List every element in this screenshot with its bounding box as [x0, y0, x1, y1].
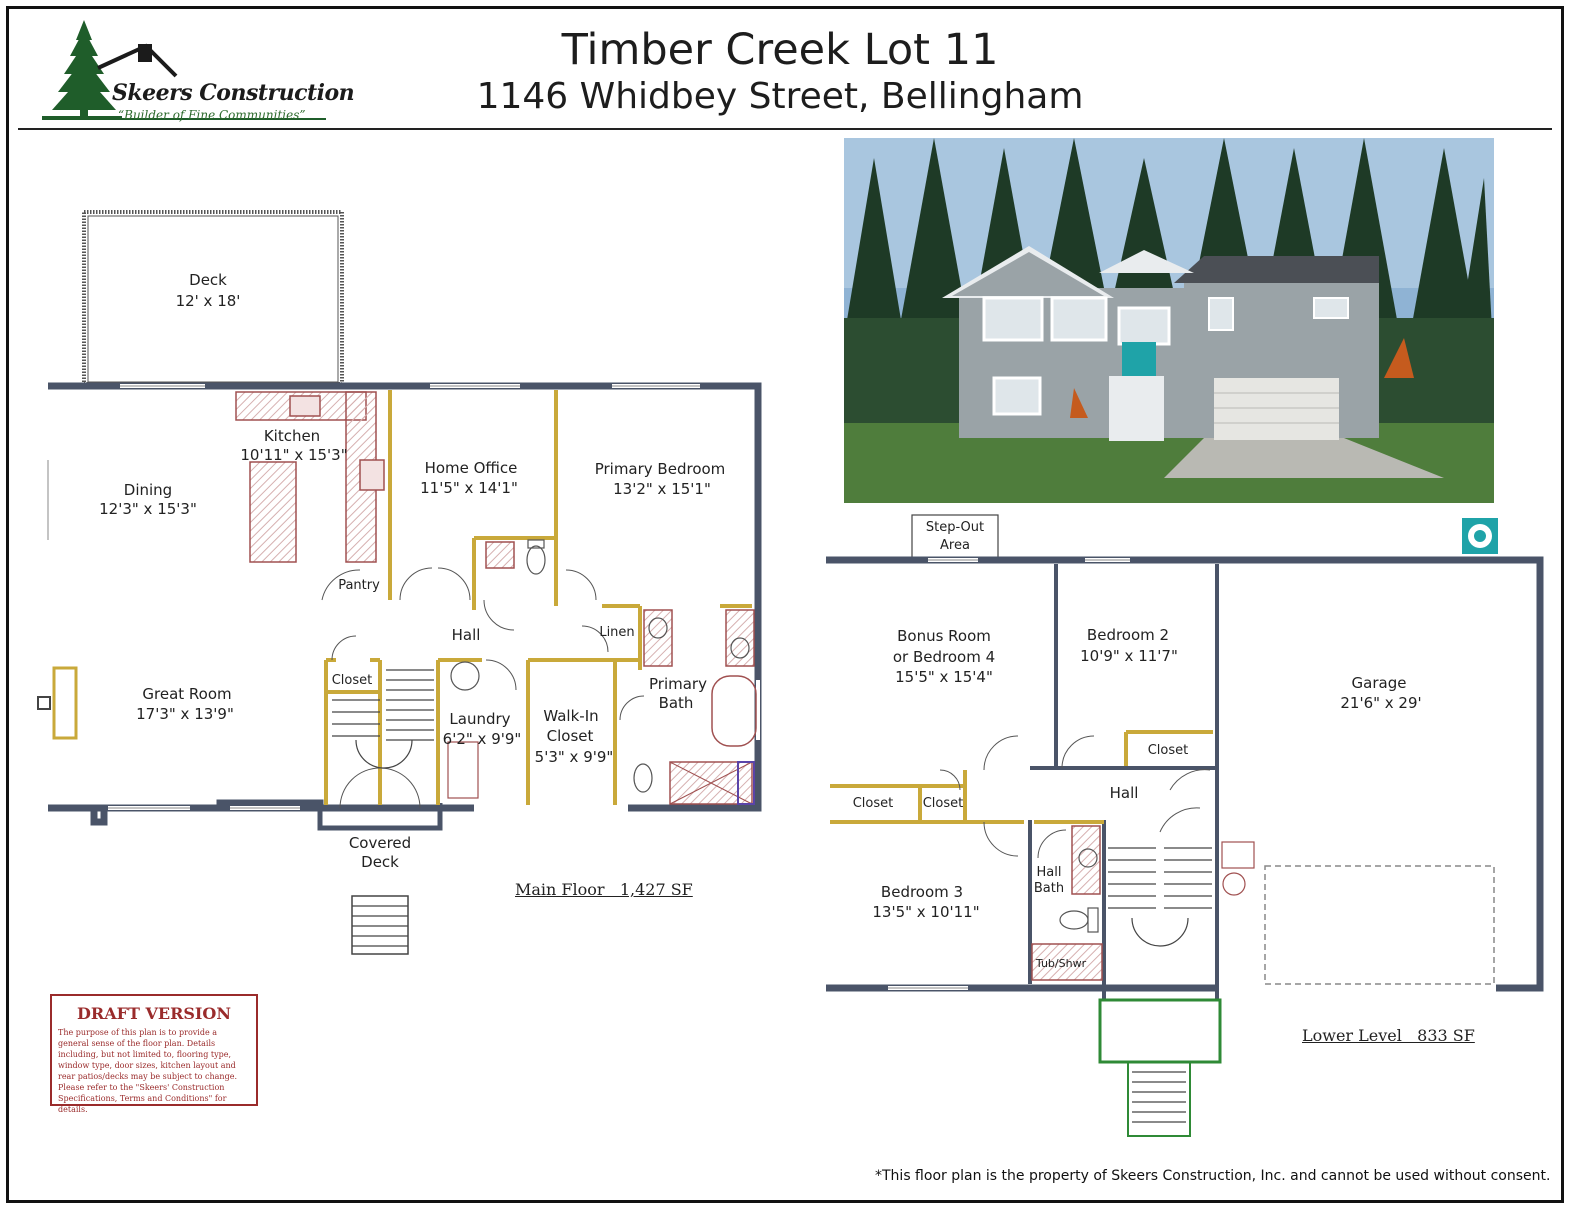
house-roof-icon [97, 43, 178, 78]
bedroom-2-label: Bedroom 2 [1087, 626, 1169, 644]
dining-label: Dining [124, 481, 172, 499]
covered-deck-label-2: Deck [361, 853, 399, 871]
primary-bedroom-size: 13'2" x 15'1" [613, 480, 711, 498]
pantry-label: Pantry [338, 578, 380, 593]
page-frame [6, 6, 1564, 1203]
kitchen-size: 10'11" x 15'3" [240, 446, 347, 464]
company-name: Skeers Construction [112, 80, 355, 106]
draft-text: The purpose of this plan is to provide a… [58, 1028, 237, 1114]
main-floor-plan [37, 210, 762, 955]
draft-notice-box: DRAFT VERSION The purpose of this plan i… [50, 994, 258, 1114]
company-tagline: “Builder of Fine Communities” [118, 108, 306, 122]
main-floor-area-label: Main Floor 1,427 SF [515, 880, 693, 899]
bedroom-2-closet-label: Closet [1148, 743, 1189, 758]
bonus-room-label-1: Bonus Room [897, 627, 991, 645]
tub-label: Tub/Shwr [1035, 957, 1087, 970]
lower-level-labels: Step-Out Area Bonus Room or Bedroom 4 15… [853, 520, 1422, 970]
closet-left-label: Closet [853, 796, 894, 811]
primary-bedroom-label: Primary Bedroom [595, 460, 726, 478]
lower-level-plan [826, 514, 1544, 1137]
main-exterior-wall [48, 382, 762, 826]
step-out-label-2: Area [940, 538, 970, 553]
compass-icon [1462, 518, 1498, 554]
main-floor-labels: Deck 12' x 18' Kitchen 10'11" x 15'3" Di… [99, 271, 725, 871]
pine-tree-icon [42, 20, 122, 120]
great-room-label: Great Room [142, 685, 231, 703]
house-rendering [844, 138, 1494, 503]
hall-label: Hall [452, 626, 481, 644]
kitchen-label: Kitchen [264, 427, 320, 445]
page-title: Timber Creek Lot 11 [561, 25, 999, 75]
primary-bath-label-1: Primary [649, 675, 707, 693]
fireplace [52, 666, 78, 740]
home-office-size: 11'5" x 14'1" [420, 479, 518, 497]
step-out-label-1: Step-Out [926, 520, 984, 535]
lower-hall-label: Hall [1110, 784, 1139, 802]
covered-deck-label-1: Covered [349, 834, 411, 852]
bedroom-3-size: 13'5" x 10'11" [872, 903, 979, 921]
page-address: 1146 Whidbey Street, Bellingham [476, 76, 1084, 117]
bonus-room-label-2: or Bedroom 4 [893, 648, 995, 666]
bedroom-2-size: 10'9" x 11'7" [1080, 647, 1178, 665]
walk-in-closet-size: 5'3" x 9'9" [535, 748, 614, 766]
home-office-label: Home Office [425, 459, 518, 477]
copyright-notice: *This floor plan is the property of Skee… [875, 1168, 1551, 1184]
lower-exterior-wall [826, 556, 1544, 992]
deck-label: Deck [189, 271, 227, 289]
draft-title: DRAFT VERSION [77, 1004, 231, 1023]
bonus-room-size: 15'5" x 15'4" [895, 668, 993, 686]
laundry-label: Laundry [449, 710, 510, 728]
lower-level-area-label: Lower Level 833 SF [1302, 1026, 1475, 1045]
linen-label: Linen [599, 625, 634, 640]
hall-bath-label-1: Hall [1037, 865, 1062, 880]
walk-in-closet-label-2: Closet [547, 727, 594, 745]
great-room-size: 17'3" x 13'9" [136, 705, 234, 723]
walk-in-closet-label-1: Walk-In [543, 707, 598, 725]
skeers-logo [42, 20, 326, 120]
bedroom-3-label: Bedroom 3 [881, 883, 963, 901]
primary-bath-label-2: Bath [659, 694, 694, 712]
header-divider [18, 128, 1552, 130]
dining-size: 12'3" x 15'3" [99, 500, 197, 518]
hall-bath-label-2: Bath [1034, 881, 1064, 896]
closet-label: Closet [332, 673, 373, 688]
deck-size: 12' x 18' [176, 292, 241, 310]
garage-size: 21'6" x 29' [1340, 694, 1421, 712]
garage-label: Garage [1352, 674, 1407, 692]
closet-mid-label: Closet [923, 796, 964, 811]
laundry-size: 6'2" x 9'9" [443, 730, 522, 748]
